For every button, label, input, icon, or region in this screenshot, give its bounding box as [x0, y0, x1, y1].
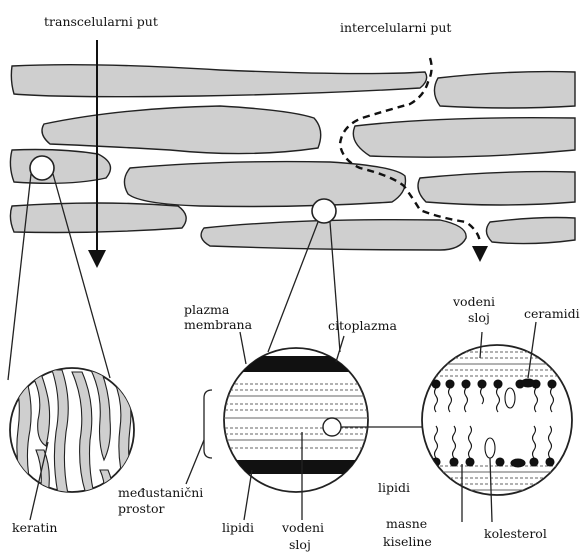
- lipids-mid-leader: [244, 470, 252, 520]
- cytoplasm-label: citoplazma: [328, 318, 397, 333]
- intercellular-label: intercelularni put: [340, 20, 451, 35]
- corneocyte: [418, 172, 575, 205]
- intercellular-space-label-1: međustanični: [118, 485, 203, 500]
- corneocyte: [486, 218, 575, 244]
- transcellular-label: transcelularni put: [44, 14, 158, 29]
- corneocyte-layer: [10, 65, 575, 250]
- zoom-marker-intercellular: [312, 199, 336, 223]
- corneocyte: [124, 162, 405, 207]
- plasma-membrane-leader: [240, 332, 246, 364]
- intercellular-zoom: [220, 348, 380, 492]
- corneocyte: [10, 203, 186, 233]
- corneocyte: [42, 106, 321, 154]
- plasma-membrane-label-2: membrana: [184, 317, 253, 332]
- cytoplasm-leader: [336, 336, 344, 362]
- plasma-membrane-label-1: plazma: [184, 302, 230, 317]
- keratin-zoom: [10, 368, 134, 496]
- keratin-label: keratin: [12, 520, 57, 535]
- intercellular-leader: [186, 440, 204, 484]
- water-layer-bottom-label-1: vodeni: [281, 520, 324, 535]
- ceramides-label: ceramidi: [524, 306, 580, 321]
- fatty-acids-label-1: masne: [386, 516, 427, 531]
- corneocyte: [434, 72, 575, 108]
- lipid-bilayer-zoom: [420, 345, 575, 495]
- intercellular-space-label-2: prostor: [118, 501, 164, 516]
- zoom-marker-keratin: [30, 156, 54, 180]
- intercellular-bracket: [204, 390, 212, 458]
- fatty-acids-label-2: kiseline: [383, 534, 432, 549]
- corneocyte: [10, 150, 110, 184]
- water-layer-top-label-1: vodeni: [452, 294, 495, 309]
- corneocyte: [201, 220, 466, 250]
- lipids-mid-label: lipidi: [222, 520, 254, 535]
- zoom-marker-lipid: [323, 418, 341, 436]
- water-layer-top-label-2: sloj: [468, 310, 490, 325]
- cholesterol-label: kolesterol: [484, 526, 547, 541]
- lipids-right-label: lipidi: [378, 480, 410, 495]
- corneocyte: [353, 118, 575, 157]
- corneocyte: [11, 65, 426, 97]
- water-layer-bottom-label-2: sloj: [289, 537, 311, 552]
